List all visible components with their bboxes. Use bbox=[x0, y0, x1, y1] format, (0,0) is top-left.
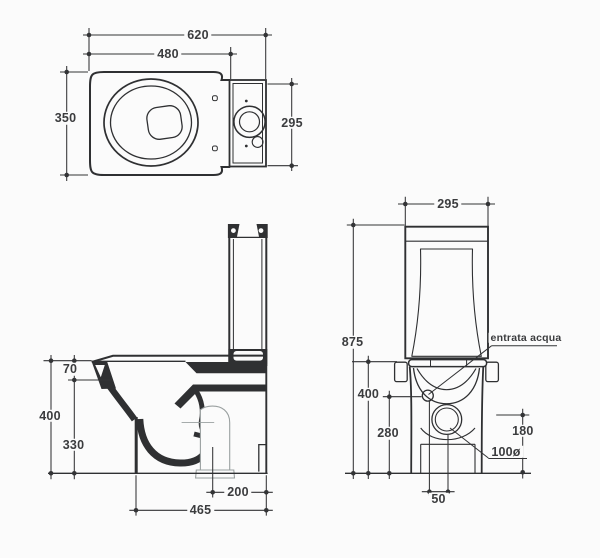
side-dimensions bbox=[43, 355, 273, 516]
side-cistern bbox=[228, 224, 268, 366]
seat-profile bbox=[91, 354, 267, 363]
dim-label-side-400: 400 bbox=[36, 409, 64, 422]
dim-label-front-280: 280 bbox=[374, 427, 402, 440]
dim-label-plan-620: 620 bbox=[184, 28, 212, 41]
ghost-outlet-pipe bbox=[181, 405, 236, 479]
dim-label-front-100: 100ø bbox=[488, 445, 524, 458]
dim-label-side-70: 70 bbox=[59, 363, 81, 376]
dim-label-side-200: 200 bbox=[224, 486, 252, 499]
front-view bbox=[345, 225, 531, 474]
dim-label-side-330: 330 bbox=[59, 438, 88, 451]
dim-label-plan-480: 480 bbox=[154, 47, 182, 60]
plan-cistern bbox=[228, 79, 267, 168]
flush-button-icon bbox=[233, 105, 266, 139]
plan-bowl-outline bbox=[89, 71, 231, 176]
dim-label-plan-350: 350 bbox=[51, 112, 80, 125]
dim-label-front-400: 400 bbox=[354, 388, 383, 401]
dim-label-side-465: 465 bbox=[186, 504, 215, 517]
dim-label-plan-295: 295 bbox=[278, 116, 306, 129]
water-inlet-hole bbox=[421, 389, 434, 402]
dim-label-front-295: 295 bbox=[434, 198, 462, 211]
front-cistern bbox=[404, 225, 489, 360]
dim-label-front-180: 180 bbox=[509, 425, 537, 438]
dim-label-front-875: 875 bbox=[338, 336, 367, 349]
front-dimensions bbox=[346, 196, 557, 496]
side-view bbox=[48, 224, 268, 479]
water-inlet-label: entrata acqua bbox=[488, 331, 564, 344]
plan-dimensions bbox=[60, 28, 298, 181]
outlet-hole bbox=[431, 403, 463, 436]
plan-view bbox=[89, 71, 267, 176]
dim-label-front-50: 50 bbox=[428, 493, 449, 506]
